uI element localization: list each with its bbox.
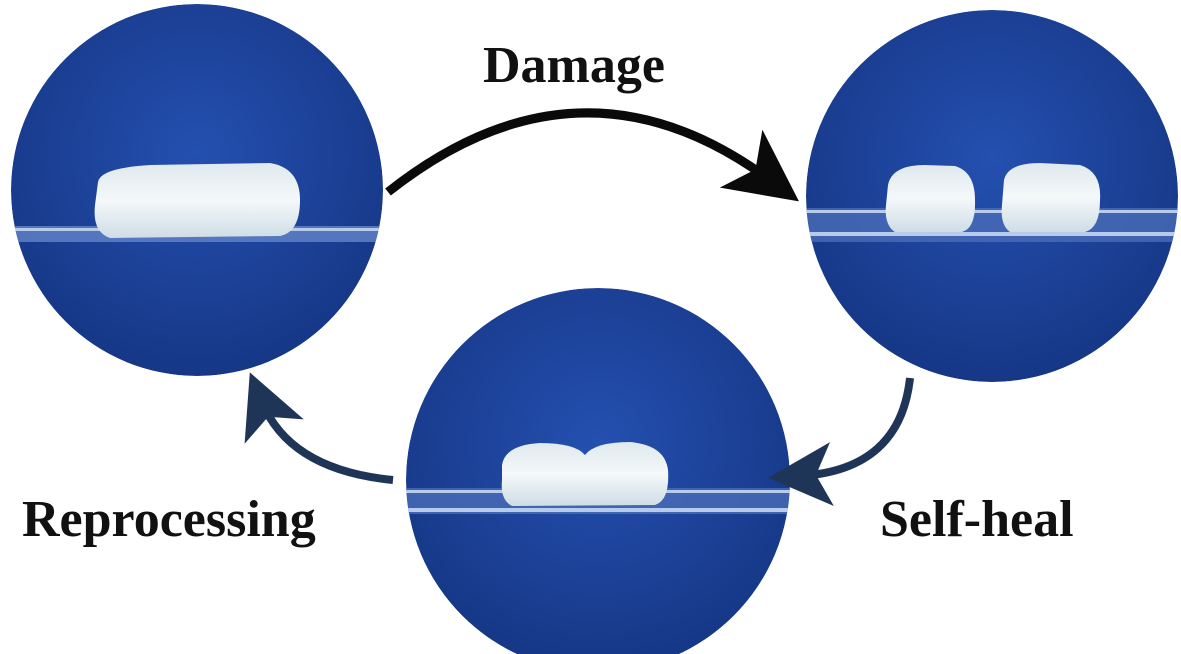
photo-healed-sample (406, 288, 790, 654)
damage-label: Damage (483, 37, 665, 94)
self-heal-label: Self-heal (880, 491, 1074, 548)
photo-damaged-sample (806, 10, 1178, 382)
damage-arrow (385, 108, 799, 202)
photo-intact-sample (11, 4, 383, 376)
reprocessing-arrow (244, 372, 394, 484)
reprocessing-label: Reprocessing (22, 491, 316, 548)
self-heal-arrow (768, 377, 914, 507)
